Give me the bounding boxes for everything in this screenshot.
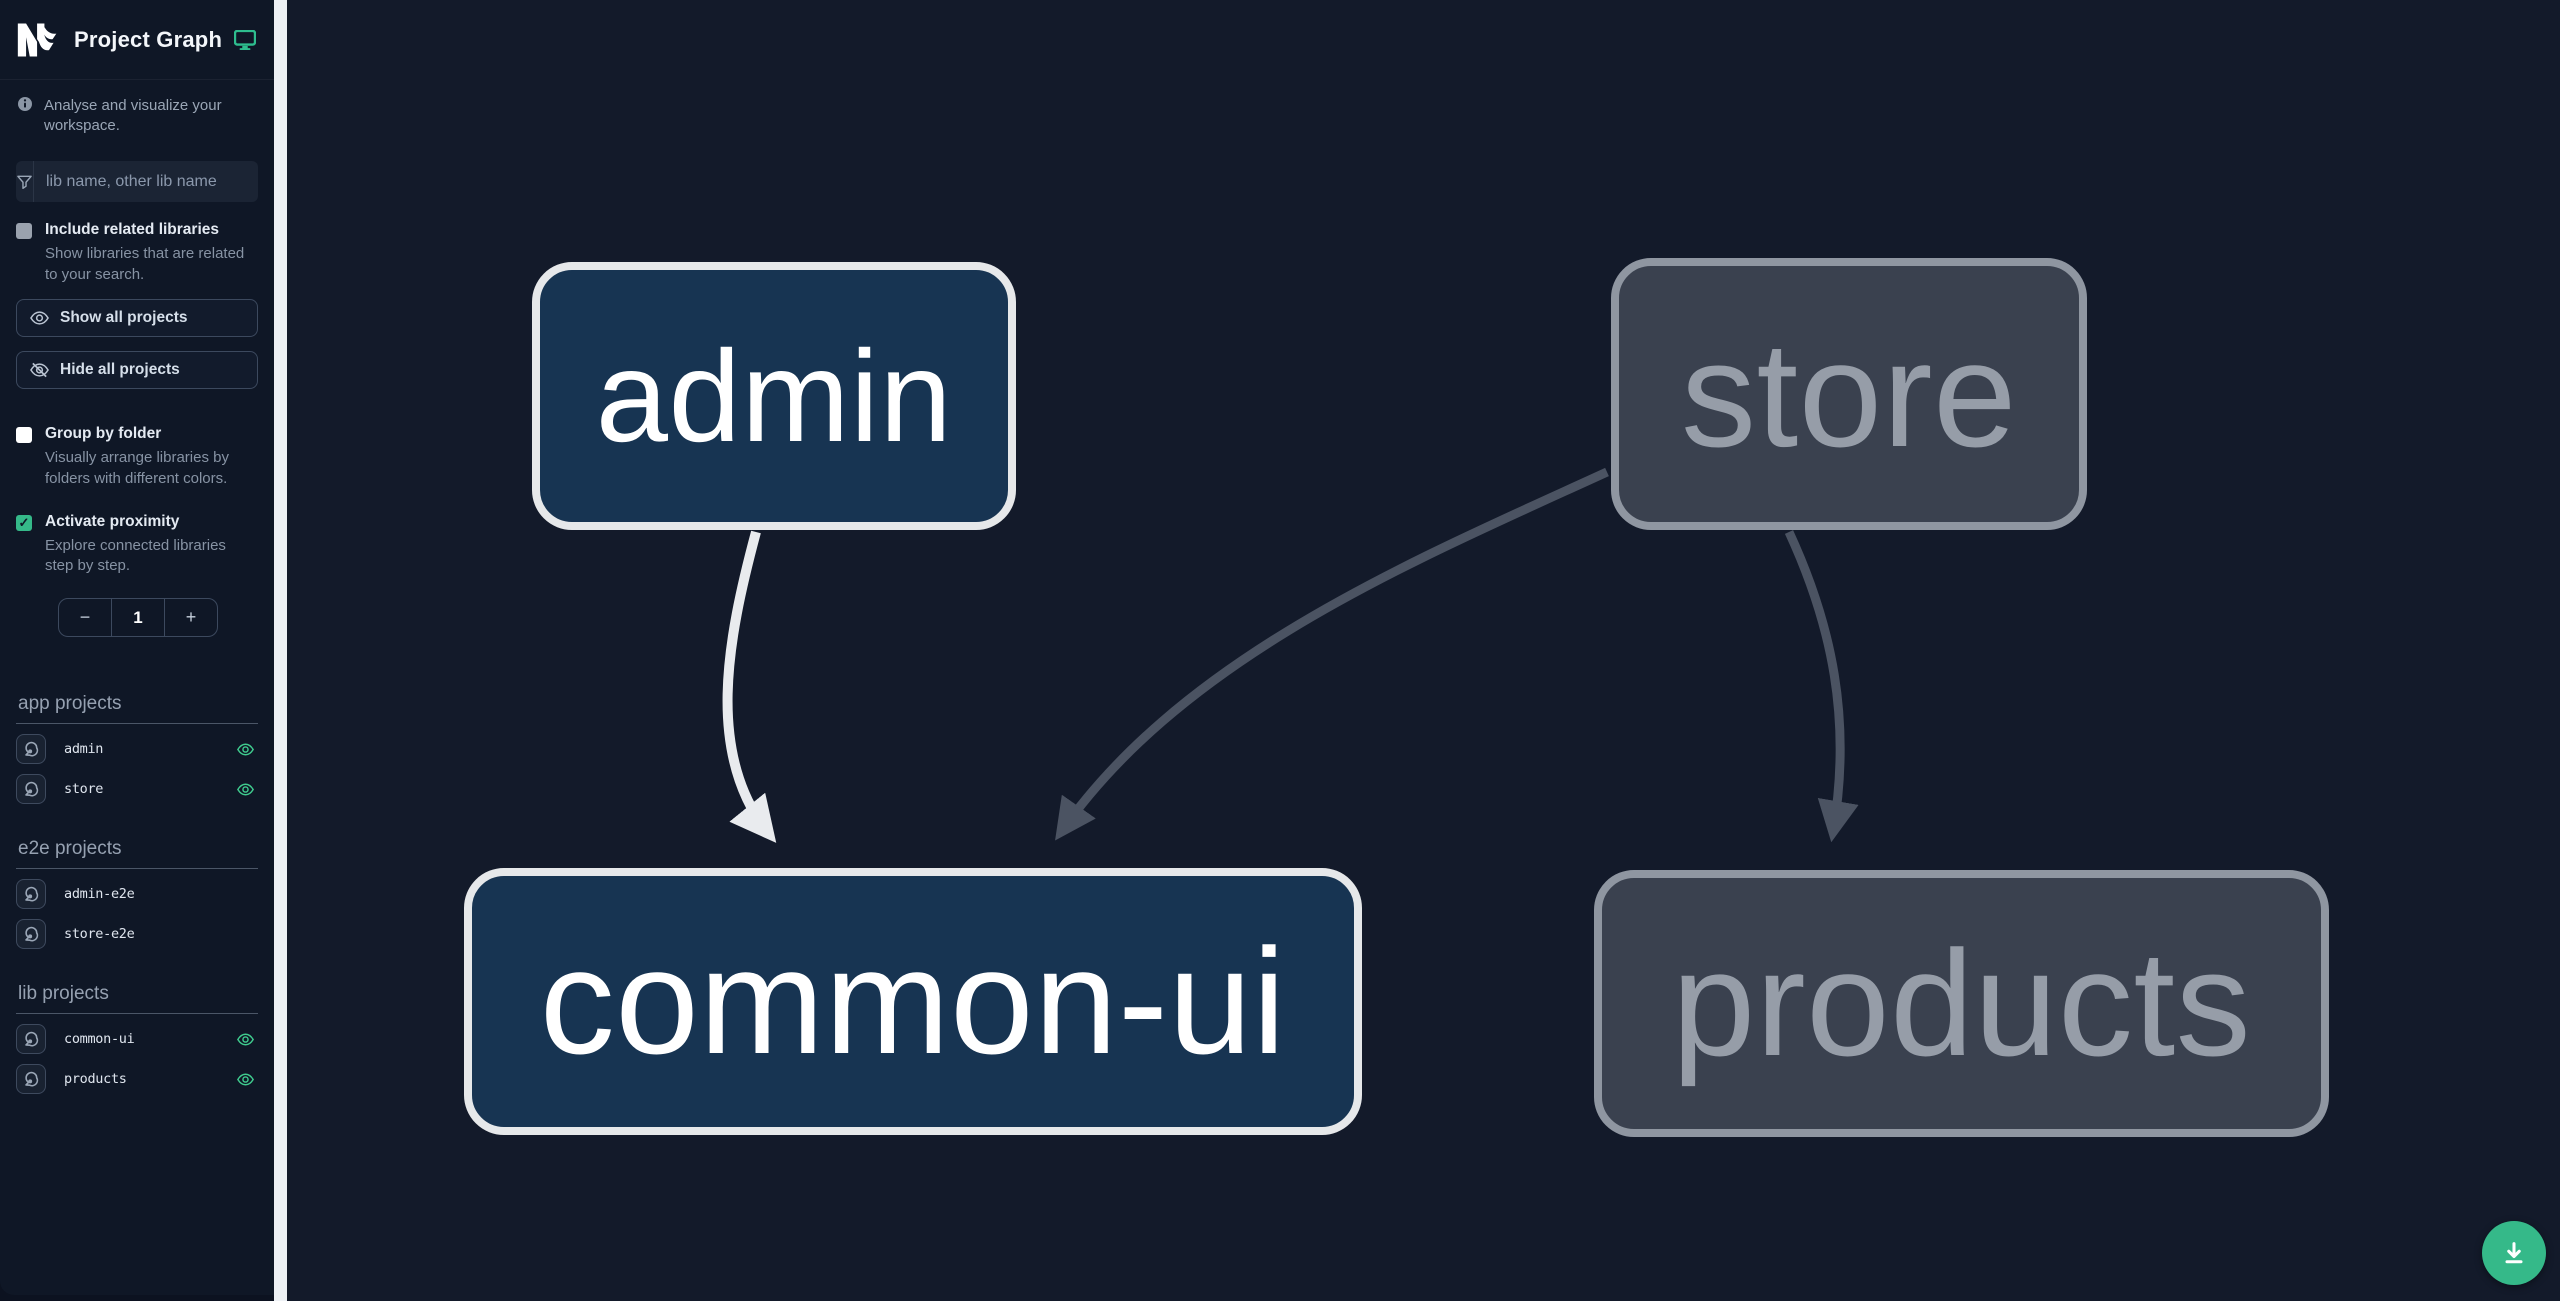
eye-icon	[30, 311, 49, 326]
focus-project-button[interactable]	[16, 879, 46, 910]
group-by-folder-checkbox[interactable]	[16, 427, 32, 444]
graph-edge-admin-to-common-ui	[722, 530, 777, 843]
graph-edge-store-to-common-ui	[1055, 467, 1609, 841]
project-filter	[16, 161, 258, 202]
project-list-item: admin-e2e	[16, 879, 258, 910]
option-include-related: Include related libraries Show libraries…	[0, 221, 274, 285]
eye-icon	[237, 743, 254, 756]
project-list-item: admin	[16, 734, 258, 765]
option-group-by-folder: Group by folder Visually arrange librari…	[0, 425, 274, 489]
project-section-title: app projects	[16, 693, 258, 725]
project-section: lib projects common-ui products	[16, 983, 258, 1095]
option-label: Group by folder	[45, 425, 162, 443]
graph-edges-layer	[722, 467, 1859, 843]
graph-node-label: store	[1681, 309, 2017, 478]
download-icon	[2505, 1242, 2523, 1264]
proximity-value: 1	[111, 599, 165, 637]
focus-project-button[interactable]	[16, 1064, 46, 1095]
graph-edge-store-to-products	[1784, 530, 1859, 843]
option-label: Include related libraries	[45, 221, 220, 238]
project-name: common-ui	[64, 1031, 135, 1048]
project-name: store-e2e	[64, 926, 135, 943]
include-related-checkbox[interactable]	[16, 223, 32, 239]
info-icon	[18, 97, 32, 111]
option-activate-proximity: ✓ Activate proximity Explore connected l…	[0, 513, 274, 577]
project-name: store	[64, 781, 104, 798]
app-header: Project Graph	[0, 0, 274, 80]
download-graph-button[interactable]	[2482, 1221, 2546, 1285]
focus-pin-icon	[24, 1031, 38, 1047]
focus-pin-icon	[24, 781, 38, 797]
hide-all-projects-label: Hide all projects	[60, 361, 180, 379]
graph-canvas[interactable]: admin store common-ui products	[287, 0, 2560, 1301]
graph-node-store[interactable]: store	[1611, 258, 2087, 530]
focus-project-button[interactable]	[16, 774, 46, 805]
activate-proximity-checkbox[interactable]: ✓	[16, 514, 32, 531]
proximity-decrement-button[interactable]: −	[79, 607, 91, 628]
toggle-project-visibility[interactable]	[237, 783, 254, 796]
page-title: Project Graph	[74, 26, 223, 52]
project-sections: app projects admin store	[0, 693, 274, 1095]
project-list-item: products	[16, 1064, 258, 1095]
filter-input[interactable]	[34, 161, 258, 202]
graph-node-admin[interactable]: admin	[532, 262, 1016, 530]
graph-node-label: admin	[595, 323, 953, 469]
graph-node-label: common-ui	[539, 917, 1287, 1085]
tagline-text: Analyse and visualize your workspace.	[44, 97, 222, 134]
eye-icon	[237, 783, 254, 796]
project-list-item: store-e2e	[16, 919, 258, 950]
toggle-project-visibility[interactable]	[237, 1073, 254, 1086]
project-section: app projects admin store	[16, 693, 258, 805]
focus-project-button[interactable]	[16, 1024, 46, 1055]
focus-project-button[interactable]	[16, 919, 46, 950]
workspace-tagline: Analyse and visualize your workspace.	[0, 80, 274, 135]
eye-off-icon	[30, 363, 49, 378]
eye-icon	[237, 1073, 254, 1086]
focus-pin-icon	[24, 1071, 38, 1087]
nx-logo	[17, 23, 57, 56]
project-section-title: e2e projects	[16, 838, 258, 870]
filter-funnel-icon	[16, 161, 34, 202]
sidebar: Project Graph Analyse and visualize your…	[0, 0, 274, 1295]
project-name: products	[64, 1071, 127, 1088]
graph-node-label: products	[1671, 919, 2252, 1087]
proximity-stepper: − 1 +	[58, 598, 218, 638]
project-name: admin	[64, 741, 104, 758]
show-all-projects-button[interactable]: Show all projects	[16, 299, 258, 338]
toggle-project-visibility[interactable]	[237, 743, 254, 756]
option-description: Explore connected libraries step by step…	[45, 536, 226, 575]
option-label: Activate proximity	[45, 512, 180, 530]
focus-pin-icon	[24, 926, 38, 942]
focus-project-button[interactable]	[16, 734, 46, 765]
project-list-item: store	[16, 774, 258, 805]
project-section-title: lib projects	[16, 983, 258, 1015]
graph-node-common-ui[interactable]: common-ui	[464, 868, 1362, 1135]
project-list-item: common-ui	[16, 1024, 258, 1055]
option-description: Visually arrange libraries by folders wi…	[45, 449, 229, 488]
hide-all-projects-button[interactable]: Hide all projects	[16, 351, 258, 390]
focus-pin-icon	[24, 886, 38, 902]
toggle-project-visibility[interactable]	[237, 1033, 254, 1046]
project-section: e2e projects admin-e2e store-e2e	[16, 838, 258, 950]
eye-icon	[237, 1033, 254, 1046]
proximity-increment-button[interactable]: +	[185, 607, 197, 628]
option-description: Show libraries that are related to your …	[45, 245, 245, 283]
focus-pin-icon	[24, 741, 38, 757]
show-all-projects-label: Show all projects	[60, 309, 188, 327]
project-name: admin-e2e	[64, 886, 135, 903]
graph-node-products[interactable]: products	[1594, 870, 2329, 1137]
monitor-icon[interactable]	[234, 29, 257, 50]
sidebar-canvas-divider	[274, 0, 287, 1301]
